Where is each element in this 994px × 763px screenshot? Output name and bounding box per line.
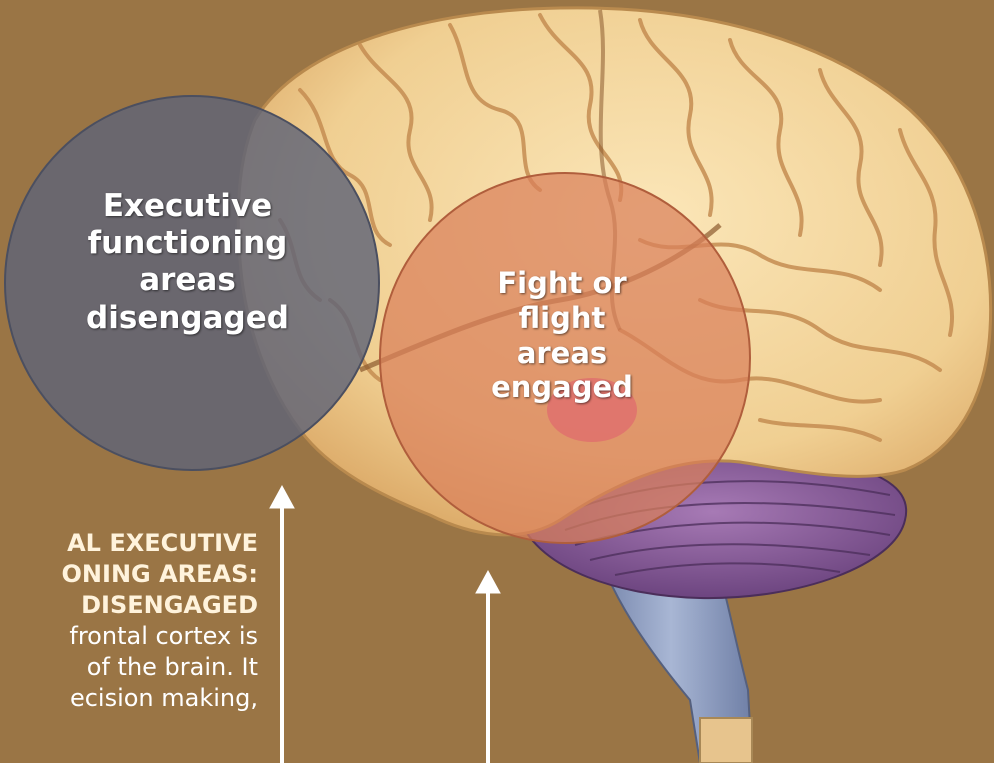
fight-label-line: Fight or	[452, 266, 672, 301]
executive-label-line: disengaged	[60, 300, 315, 337]
caption-heading-line: AL EXECUTIVE	[0, 528, 258, 559]
executive-label-line: functioning	[60, 225, 315, 262]
caption-heading-line: DISENGAGED	[0, 590, 258, 621]
executive-label-line: areas	[60, 262, 315, 299]
fight-label-line: engaged	[452, 370, 672, 405]
fight-label-line: areas	[452, 336, 672, 371]
executive-label-line: Executive	[60, 188, 315, 225]
caption-heading-line: ONING AREAS:	[0, 559, 258, 590]
spinal-cord-tip	[700, 718, 752, 763]
arrow-to-executive	[270, 486, 294, 763]
fight-label-line: flight	[452, 301, 672, 336]
fight-flight-area-label: Fight or flight areas engaged	[452, 266, 672, 405]
executive-area-label: Executive functioning areas disengaged	[60, 188, 315, 337]
caption-body-line: ecision making,	[0, 683, 258, 714]
caption-body-line: frontal cortex is	[0, 621, 258, 652]
arrow-to-fight-flight	[476, 571, 500, 763]
caption-body-line: of the brain. It	[0, 652, 258, 683]
side-caption: AL EXECUTIVE ONING AREAS: DISENGAGED fro…	[0, 528, 258, 763]
